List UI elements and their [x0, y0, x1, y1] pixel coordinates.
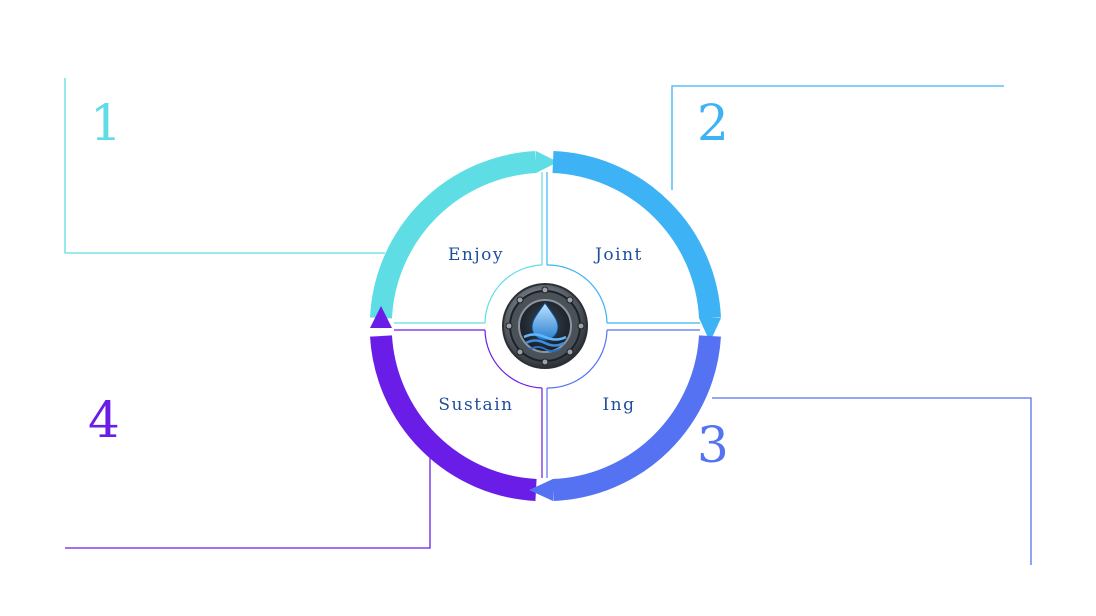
quadrant-label-4: Sustain: [438, 395, 513, 415]
connector-line-1: [64, 78, 385, 254]
quadrant-label-1: Enjoy: [448, 245, 504, 265]
step-number-1: 1: [90, 94, 122, 152]
ring-segment-3: [552, 335, 721, 501]
connector-line-2: [671, 85, 1004, 190]
ring-segment-1: [370, 151, 558, 319]
arrowhead-4: [370, 306, 392, 328]
arrowhead-2: [699, 318, 721, 342]
water-drop-porthole-icon: [502, 283, 588, 369]
arrowhead-1: [536, 151, 558, 173]
arrowhead-3: [529, 479, 553, 501]
step-number-2: 2: [697, 94, 729, 152]
step-number-3: 3: [697, 416, 729, 474]
connector-line-3: [712, 397, 1032, 565]
quadrant-label-2: Joint: [593, 245, 643, 265]
connector-line-4: [65, 458, 431, 549]
ring-segment-4: [370, 306, 537, 501]
quadrant-label-3: Ing: [602, 395, 635, 415]
step-number-4: 4: [88, 391, 120, 449]
quadrant-separators: [394, 172, 700, 478]
ring-segment-2: [552, 151, 721, 342]
